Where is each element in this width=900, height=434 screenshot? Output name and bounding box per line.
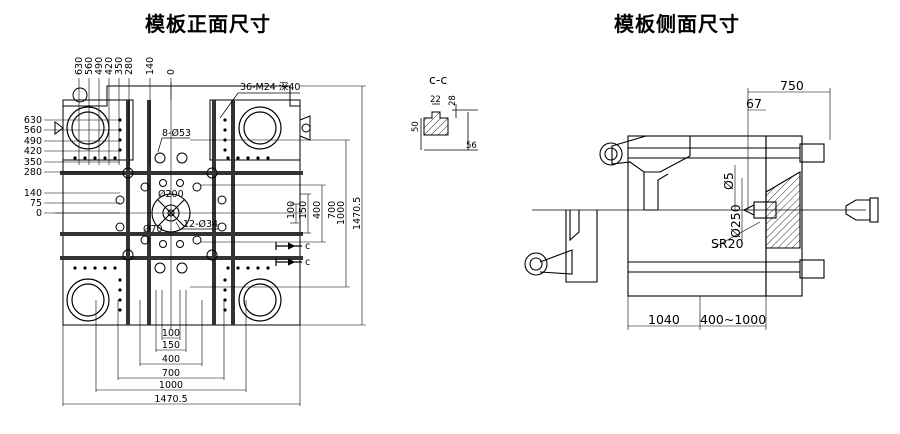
left-dim-140: 140 bbox=[24, 188, 42, 199]
left-dim-350: 350 bbox=[24, 157, 42, 168]
left-dim-630: 630 bbox=[24, 115, 42, 126]
bottom-dim-700: 700 bbox=[162, 368, 180, 379]
center-ring bbox=[151, 193, 191, 233]
tie-bar-holes bbox=[66, 106, 282, 322]
top-dim-420: 420 bbox=[104, 57, 115, 75]
side-dim-750: 750 bbox=[780, 78, 804, 93]
upper-toggle-link bbox=[611, 135, 691, 173]
lower-toggle-link bbox=[539, 249, 573, 275]
top-dim-560: 560 bbox=[84, 57, 95, 75]
right-dim-100: 100 bbox=[286, 201, 297, 219]
side-view-title: 模板侧面尺寸 bbox=[614, 12, 740, 36]
right-dim-700: 700 bbox=[327, 201, 338, 219]
8-holes-callout: 8-Ø53 bbox=[162, 128, 191, 139]
t-slots bbox=[60, 100, 303, 325]
tapped-holes-callout: 36-M24 深40 bbox=[240, 82, 300, 93]
left-dim-490: 490 bbox=[24, 136, 42, 147]
bottom-dim-labels: 100 150 400 700 1000 1470.5 bbox=[154, 328, 187, 405]
side-view bbox=[524, 88, 879, 330]
top-dim-630: 630 bbox=[74, 57, 85, 75]
left-dim-420: 420 bbox=[24, 146, 42, 157]
side-dim-1040: 1040 bbox=[648, 312, 680, 327]
left-dim-0: 0 bbox=[36, 208, 42, 219]
side-dim-sr20: SR20 bbox=[711, 236, 744, 251]
left-dimension-ladder bbox=[44, 119, 120, 214]
top-dimension-ladder bbox=[78, 78, 172, 165]
section-mark-upper: c bbox=[305, 241, 310, 252]
front-view bbox=[44, 78, 366, 406]
left-dim-280: 280 bbox=[24, 167, 42, 178]
section-mark-lower: c bbox=[305, 257, 310, 268]
center-ring-dia: Ø200 bbox=[158, 189, 184, 200]
top-right-tiebar-housing bbox=[209, 99, 301, 161]
front-view-title: 模板正面尺寸 bbox=[145, 12, 271, 36]
section-dim-56: 56 bbox=[466, 141, 477, 151]
side-dim-dia5: Ø5 bbox=[721, 172, 736, 190]
upper-tie-bar bbox=[799, 143, 825, 163]
top-left-boss bbox=[54, 121, 64, 135]
top-dim-490: 490 bbox=[94, 57, 105, 75]
left-dim-560: 560 bbox=[24, 125, 42, 136]
bottom-dimensions bbox=[62, 290, 301, 406]
right-dim-150: 150 bbox=[298, 201, 309, 219]
bottom-dim-1470: 1470.5 bbox=[154, 394, 187, 405]
side-view-labels: 750 67 Ø5 Ø250 SR20 1040 400~1000 bbox=[648, 78, 804, 327]
bottom-dim-1000: 1000 bbox=[159, 380, 183, 391]
side-dim-dia250: Ø250 bbox=[728, 204, 743, 238]
right-dim-1470: 1470.5 bbox=[352, 197, 363, 230]
platen-outline bbox=[62, 85, 301, 326]
tapped-hole-rows bbox=[73, 118, 270, 312]
right-dimensions bbox=[190, 85, 366, 326]
section-dim-50: 50 bbox=[411, 121, 421, 132]
nozzle-seat-hatch bbox=[765, 171, 801, 249]
top-dim-0: 0 bbox=[166, 69, 177, 75]
right-dim-1000: 1000 bbox=[336, 201, 347, 225]
left-dim-75: 75 bbox=[30, 198, 42, 209]
left-dim-labels: 630 560 490 420 350 280 140 75 0 bbox=[24, 115, 42, 219]
bottom-dim-150: 150 bbox=[162, 340, 180, 351]
t-slot-profile bbox=[423, 111, 449, 136]
section-dim-22: 22 bbox=[430, 95, 441, 105]
section-cc-view: c-c 22 28 50 56 bbox=[411, 72, 478, 151]
top-dim-280: 280 bbox=[124, 57, 135, 75]
section-dim-28: 28 bbox=[448, 95, 458, 106]
top-dim-350: 350 bbox=[114, 57, 125, 75]
moving-platen bbox=[565, 210, 598, 283]
leaders bbox=[157, 92, 300, 230]
top-dim-140: 140 bbox=[145, 57, 156, 75]
right-dim-400: 400 bbox=[312, 201, 323, 219]
bottom-dim-100: 100 bbox=[162, 328, 180, 339]
top-dim-labels: 630 560 490 420 350 280 140 0 bbox=[74, 57, 177, 75]
right-dim-labels: 100 150 400 700 1000 1470.5 bbox=[286, 197, 363, 230]
bolt-holes bbox=[115, 152, 227, 274]
12-holes-callout: 12-Ø34 bbox=[183, 219, 218, 230]
front-view-labels: 630 560 490 420 350 280 140 0 630 560 49… bbox=[24, 57, 363, 405]
side-dim-67: 67 bbox=[746, 96, 762, 111]
inner-ring-dia: Ø70 bbox=[143, 224, 163, 235]
bottom-dim-400: 400 bbox=[162, 354, 180, 365]
section-arrows bbox=[275, 242, 302, 266]
side-dim-stroke: 400~1000 bbox=[700, 312, 766, 327]
lower-tie-bar bbox=[799, 259, 825, 279]
section-cc-label: c-c bbox=[429, 72, 447, 87]
